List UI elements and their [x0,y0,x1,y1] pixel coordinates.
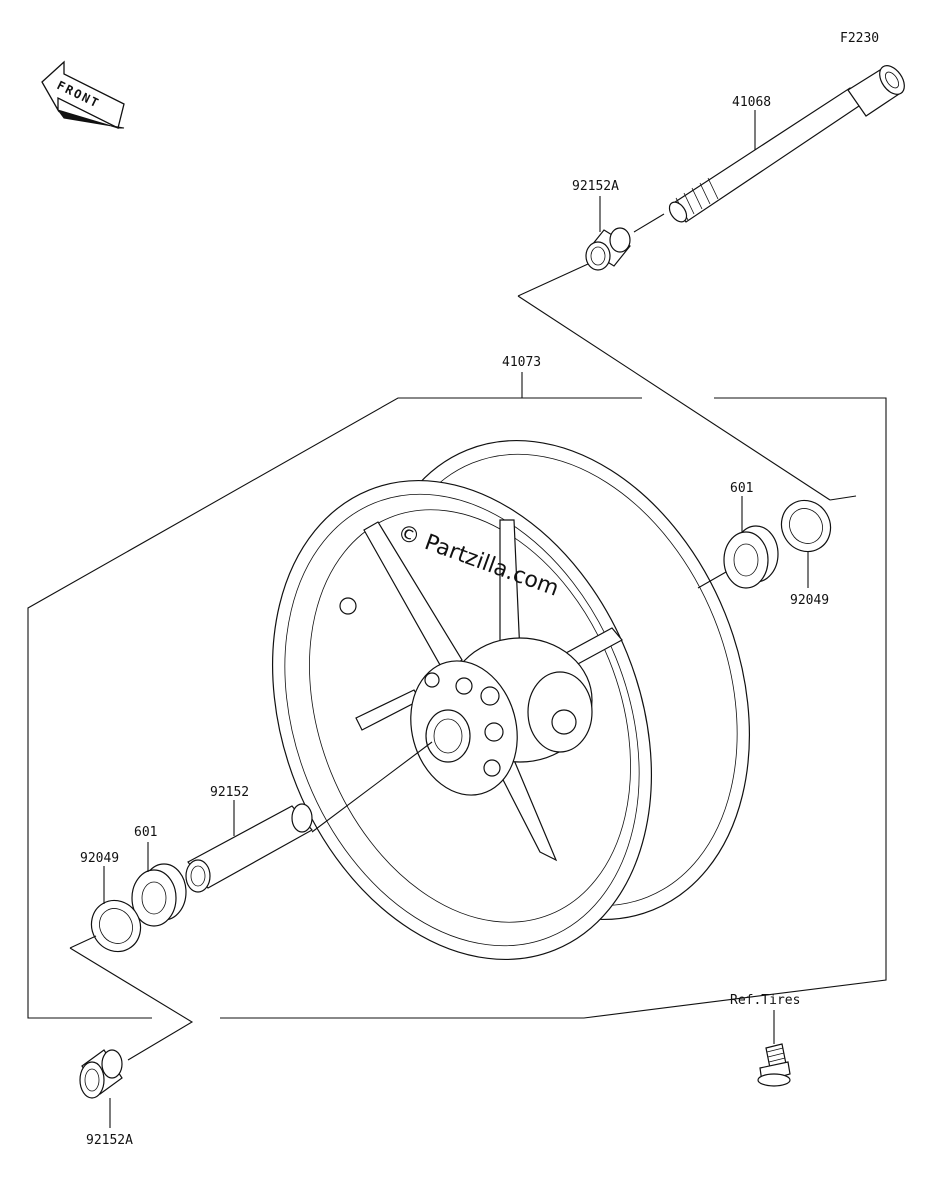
bearing-left-label: 601 [134,825,157,840]
bearing-left-601 [131,863,187,927]
bearing-right-label: 601 [730,481,753,496]
front-wheel-41073 [272,439,750,961]
spacer-label: 92152 [210,785,249,800]
collar-bottom-label: 92152A [86,1133,133,1148]
diagram-code: F2230 [840,31,879,46]
collar-top-92152A [585,227,631,271]
seal-left-92049 [90,899,142,953]
spacer-92152 [185,803,313,893]
collar-bottom-92152A [79,1049,123,1099]
seal-right-label: 92049 [790,593,829,608]
axle-41068 [668,65,905,223]
seal-right-92049 [780,499,832,553]
valve-ref-label: Ref.Tires [730,993,800,1008]
wheel-label: 41073 [502,355,541,370]
collar-top-label: 92152A [572,179,619,194]
valve-stem-icon [757,1043,791,1087]
front-arrow-icon: FRONT [41,60,125,129]
seal-left-label: 92049 [80,851,119,866]
bearing-right-601 [723,525,779,589]
axle-label: 41068 [732,95,771,110]
